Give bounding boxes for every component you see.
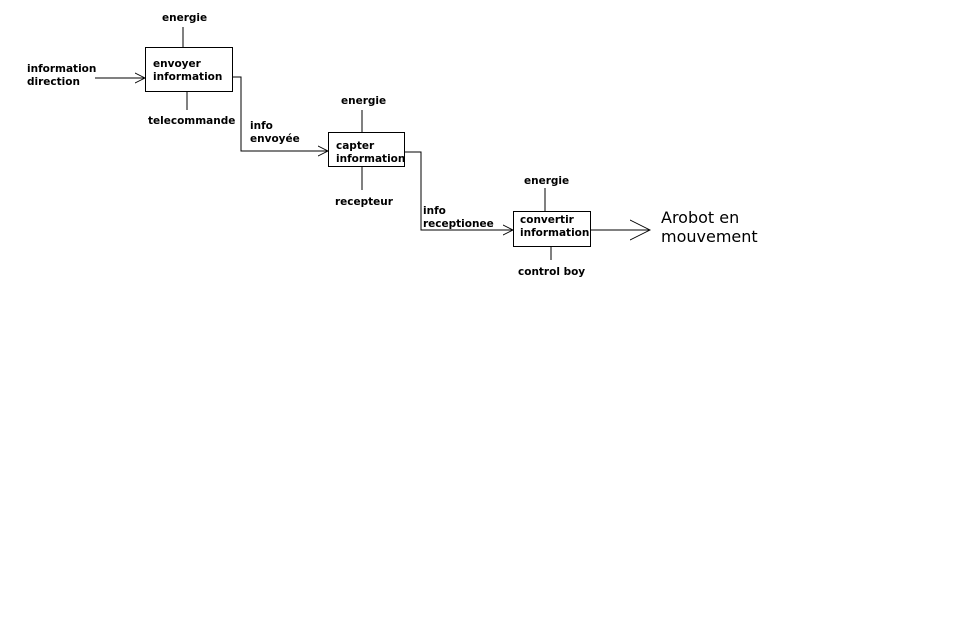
flow2-label-line1: info bbox=[423, 205, 446, 217]
block1-title-line1: envoyer bbox=[153, 58, 201, 70]
block-envoyer-information: envoyer information bbox=[145, 47, 233, 92]
output-arrowhead bbox=[629, 219, 652, 241]
output-label-line1: Arobot en bbox=[661, 208, 740, 227]
flow2-label-line2: receptionee bbox=[423, 218, 494, 230]
block3-energy-label: energie bbox=[524, 175, 570, 187]
block2-title-line2: information bbox=[336, 153, 406, 165]
block1-title-line2: information bbox=[153, 71, 223, 83]
block2-energy-label: energie bbox=[341, 95, 387, 107]
block1-support-label: telecommande bbox=[148, 115, 236, 127]
block-capter-information: capter information bbox=[328, 132, 405, 167]
flow2-connector bbox=[404, 151, 513, 231]
flow1-label-line2: envoyée bbox=[250, 133, 300, 145]
input-label-line1: information bbox=[27, 63, 97, 75]
block3-support-label: control boy bbox=[518, 266, 586, 278]
output-label: Arobot en mouvement bbox=[661, 208, 758, 246]
flow1-label-line1: info bbox=[250, 120, 273, 132]
flow1-connector bbox=[232, 76, 328, 152]
output-label-line2: mouvement bbox=[661, 227, 758, 246]
block2-support-label: recepteur bbox=[335, 196, 393, 208]
input-label-line2: direction bbox=[27, 76, 80, 88]
input-label: information direction bbox=[27, 63, 96, 89]
flow2-label: info receptionee bbox=[423, 205, 494, 231]
block2-title-line1: capter bbox=[336, 140, 375, 152]
flow1-label: info envoyée bbox=[250, 120, 300, 146]
block-convertir-information: convertir information bbox=[513, 211, 591, 247]
block1-energy-label: energie bbox=[162, 12, 208, 24]
block3-title-line2: information bbox=[520, 227, 590, 239]
block3-title-line1: convertir bbox=[520, 214, 574, 226]
